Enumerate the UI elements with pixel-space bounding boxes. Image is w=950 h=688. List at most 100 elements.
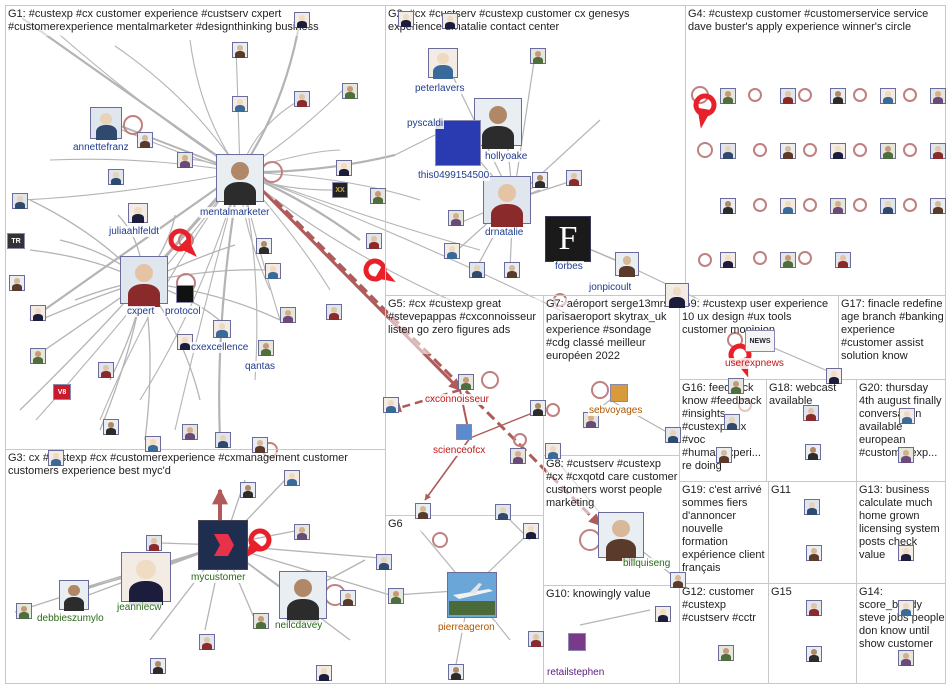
node-label-mentalmarketer[interactable]: mentalmarketer xyxy=(199,207,271,218)
avatar-juliaahlfeldt[interactable] xyxy=(128,203,148,224)
avatar-small-28[interactable] xyxy=(530,48,546,65)
avatar-jeanniecw[interactable] xyxy=(121,552,171,605)
avatar-small-73[interactable] xyxy=(804,499,820,516)
node-label-neilcdavey[interactable]: neilcdavey xyxy=(274,620,324,631)
avatar-peterlavers[interactable] xyxy=(428,48,458,80)
avatar-small-14[interactable] xyxy=(12,193,28,210)
avatar-small-33[interactable] xyxy=(469,262,485,279)
avatar-small-83[interactable] xyxy=(826,368,842,385)
avatar-small-59[interactable] xyxy=(523,523,539,540)
node-label-drnatalie[interactable]: drnatalie xyxy=(484,227,525,238)
avatar-small-13[interactable] xyxy=(280,307,296,324)
avatar-userexpnews-related[interactable] xyxy=(665,283,689,308)
avatar-debbieszumylo[interactable] xyxy=(59,580,89,612)
avatar-annettefranz[interactable] xyxy=(90,107,122,141)
node-label-cxpert[interactable]: cxpert xyxy=(126,306,156,317)
avatar-small-32[interactable] xyxy=(448,210,464,227)
node-label-sebvoyages[interactable]: sebvoyages xyxy=(588,405,644,416)
node-label-pierreageron[interactable]: pierreageron xyxy=(437,622,496,633)
avatar-small-22[interactable] xyxy=(215,432,231,449)
mycustomer-logo-icon[interactable] xyxy=(198,520,248,570)
avatar-small-20[interactable] xyxy=(145,436,161,453)
avatar-small-70[interactable] xyxy=(805,444,821,461)
avatar-small-15[interactable] xyxy=(9,275,25,292)
node-label-this0499154500[interactable]: this0499154500 xyxy=(417,170,491,181)
avatar-small-3[interactable] xyxy=(294,91,310,108)
retailstephen-logo-icon[interactable] xyxy=(568,633,586,651)
node-label-forbes[interactable]: forbes xyxy=(554,261,584,272)
tr-logo-icon[interactable]: TR xyxy=(7,233,25,249)
avatar-small-17[interactable] xyxy=(30,348,46,365)
node-label-jonpicoult[interactable]: jonpicoult xyxy=(588,282,633,293)
avatar-small-30[interactable] xyxy=(532,172,548,189)
avatar-small-52[interactable] xyxy=(780,252,796,269)
avatar-small-9[interactable] xyxy=(370,188,386,205)
avatar-cxexcellence[interactable] xyxy=(213,320,231,339)
avatar-small-69[interactable] xyxy=(803,405,819,422)
avatar-small-88[interactable] xyxy=(294,524,310,541)
avatar-small-21[interactable] xyxy=(182,424,198,441)
avatar-small-68[interactable] xyxy=(728,378,744,395)
avatar-small-46[interactable] xyxy=(720,198,736,215)
avatar-small-27[interactable] xyxy=(398,11,414,28)
node-label-peterlavers[interactable]: peterlavers xyxy=(414,83,466,94)
node-label-billquiseng[interactable]: billquiseng xyxy=(622,558,672,569)
node-label-hollyoake[interactable]: hollyoake xyxy=(484,151,529,162)
node-label-juliaahlfeldt[interactable]: juliaahlfeldt xyxy=(108,226,161,237)
avatar-small-86[interactable] xyxy=(240,482,256,499)
avatar-small-41[interactable] xyxy=(720,143,736,160)
avatar-small-49[interactable] xyxy=(880,198,896,215)
avatar-small-65[interactable] xyxy=(665,427,681,444)
avatar-small-37[interactable] xyxy=(780,88,796,105)
avatar-small-10[interactable] xyxy=(366,233,382,250)
sebvoyages-logo-icon[interactable] xyxy=(610,384,628,402)
avatar-small-4[interactable] xyxy=(232,96,248,113)
avatar-small-19[interactable] xyxy=(103,419,119,436)
avatar-small-63[interactable] xyxy=(545,443,561,460)
avatar-small-62[interactable] xyxy=(448,664,464,681)
avatar-small-74[interactable] xyxy=(806,545,822,562)
avatar-small-58[interactable] xyxy=(415,503,431,520)
avatar-small-67[interactable] xyxy=(655,606,671,623)
avatar-small-2[interactable] xyxy=(342,83,358,100)
avatar-jonpicoult[interactable] xyxy=(615,252,639,277)
avatar-small-6[interactable] xyxy=(108,169,124,186)
avatar-neilcdavey[interactable] xyxy=(279,571,327,622)
avatar-cxpert[interactable] xyxy=(120,256,168,307)
avatar-small-50[interactable] xyxy=(930,198,946,215)
avatar-small-82[interactable] xyxy=(716,447,732,464)
avatar-small-8[interactable] xyxy=(336,160,352,177)
node-label-scienceofcx[interactable]: scienceofcx xyxy=(432,445,487,456)
avatar-small-76[interactable] xyxy=(718,645,734,662)
v8-logo-icon[interactable]: V8 xyxy=(53,384,71,400)
avatar-small-36[interactable] xyxy=(720,88,736,105)
avatar-small-11[interactable] xyxy=(256,238,272,255)
forbes-logo-icon[interactable]: F xyxy=(545,216,591,262)
avatar-small-90[interactable] xyxy=(340,590,356,607)
avatar-small-95[interactable] xyxy=(48,450,64,467)
avatar-small-1[interactable] xyxy=(294,12,310,29)
avatar-small-72[interactable] xyxy=(898,447,914,464)
protocol-logo-icon[interactable] xyxy=(176,285,194,303)
avatar-small-31[interactable] xyxy=(444,243,460,260)
avatar-small-78[interactable] xyxy=(806,646,822,663)
node-label-annettefranz[interactable]: annettefranz xyxy=(72,142,130,153)
avatar-small-12[interactable] xyxy=(265,263,281,280)
scienceofcx-logo-icon[interactable] xyxy=(456,424,472,440)
avatar-small-77[interactable] xyxy=(806,600,822,617)
avatar-small-42[interactable] xyxy=(780,143,796,160)
node-label-userexpnews[interactable]: userexpnews xyxy=(724,358,785,369)
avatar-small-93[interactable] xyxy=(199,634,215,651)
avatar-small-85[interactable] xyxy=(146,535,162,552)
node-label-retailstephen[interactable]: retailstephen xyxy=(546,667,606,678)
avatar-small-71[interactable] xyxy=(899,408,915,425)
avatar-small-60[interactable] xyxy=(388,588,404,605)
avatar-small-24[interactable] xyxy=(177,334,193,351)
avatar-small-84[interactable] xyxy=(16,603,32,620)
avatar-small-56[interactable] xyxy=(510,448,526,465)
avatar-small-53[interactable] xyxy=(835,252,851,269)
avatar-small-51[interactable] xyxy=(720,252,736,269)
avatar-small-61[interactable] xyxy=(528,631,544,648)
avatar-small-23[interactable] xyxy=(252,437,268,454)
avatar-cxconnoisseur[interactable] xyxy=(458,374,474,391)
